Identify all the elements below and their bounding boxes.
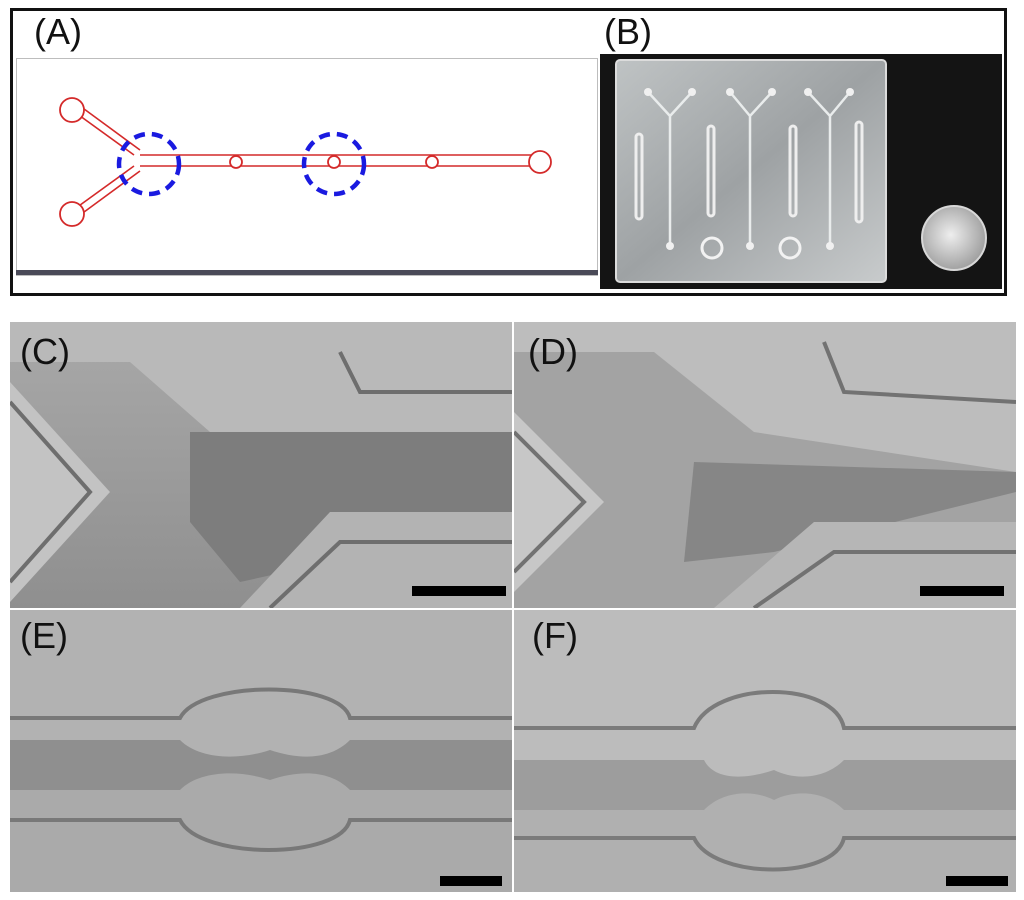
panel-label-f: (F) [532,615,578,656]
chip-reservoir-mid-2 [788,124,798,218]
outlet-port [528,150,552,174]
panel-label-c: (C) [20,331,70,372]
panel-label-b: (B) [604,11,652,52]
chip-port [846,88,854,96]
channel-schematic [59,97,552,227]
chip-reservoir-right [854,120,864,224]
inlet-port-top [59,97,85,123]
chip-outlet-ring [778,236,802,260]
chip-channel-1 [647,91,693,244]
scale-bar [412,586,506,596]
highlight-circle-junction [116,131,182,197]
lower-inlet-channel [75,165,135,209]
scale-bar [440,876,502,886]
scale-bar [920,586,1004,596]
panel-label-a: (A) [34,11,82,52]
chamber-1 [229,155,243,169]
panel-label-e: (E) [20,615,68,656]
sem-image-chamber-2 [514,610,1016,892]
device-photo-illustration [615,59,987,283]
sem-chamber-illustration [10,610,512,892]
chamber-2 [327,155,341,169]
highlight-circle-chamber [301,131,367,197]
chip-port [804,88,812,96]
chip-port [688,88,696,96]
scale-bar [946,876,1008,886]
sem-chamber-illustration-2 [514,610,1016,892]
chip-channel-3 [807,91,851,244]
chip-reservoir-left [634,132,644,221]
chip-port [726,88,734,96]
chip-port [666,242,674,250]
device-photo [600,54,1002,289]
schematic-panel [16,58,598,276]
schematic-baseline-rule [16,270,598,275]
chip-port [768,88,776,96]
sem-junction-illustration [10,322,512,608]
sem-image-chamber-1 [10,610,512,892]
panel-label-d: (D) [528,331,578,372]
inlet-port-bottom [59,201,85,227]
chip-reservoir-mid-1 [706,124,716,218]
chip-port [644,88,652,96]
chamber-3 [425,155,439,169]
lower-inlet-channel-inner [79,170,141,216]
sem-junction-illustration-2 [514,322,1016,608]
chip-port [826,242,834,250]
chip-outlet-ring [700,236,724,260]
coin [921,205,987,271]
chip-port [746,242,754,250]
chip-channel-2 [729,91,773,244]
upper-inlet-channel-inner [79,105,141,151]
sem-image-junction-1 [10,322,512,608]
sem-image-junction-2 [514,322,1016,608]
